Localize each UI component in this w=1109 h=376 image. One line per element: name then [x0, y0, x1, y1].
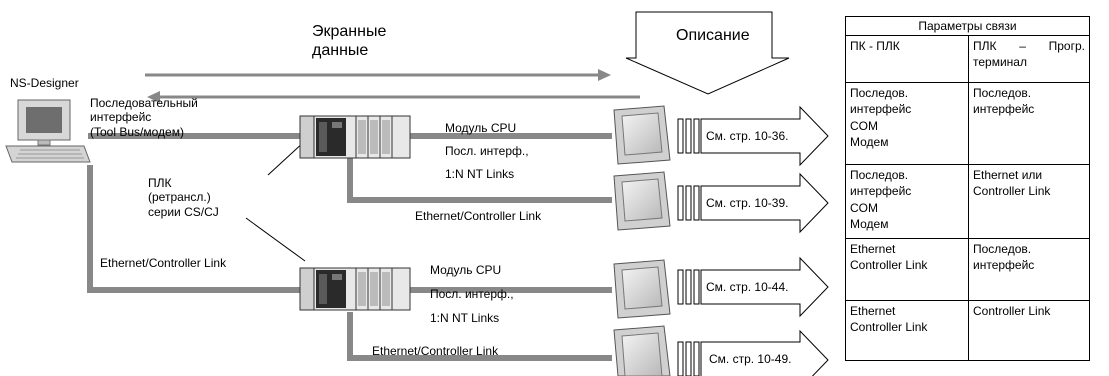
ref-arrow-2: [677, 172, 829, 234]
serial-interface-label: Последовательный интерфейс (Tool Bus/мод…: [90, 96, 198, 139]
communication-parameters-table: Параметры связи ПК - ПЛК ПЛК – Прогр. те…: [845, 15, 1090, 362]
ref-page-2: См. стр. 10-39.: [706, 196, 789, 210]
cables: [87, 133, 612, 361]
description-callout: [625, 11, 790, 95]
table-cell-plc-pt: Controller Link: [968, 300, 1090, 362]
ref-page-4: См. стр. 10-49.: [709, 352, 792, 366]
table-header-terminal: терминал: [973, 55, 1027, 70]
screen-data-arrows: [145, 69, 640, 103]
route-1-label: Модуль CPU Посл. интерф., 1:N NT Links: [445, 121, 529, 181]
table-header-plc: ПЛК: [973, 39, 997, 54]
terminal-3: [613, 259, 671, 319]
table-header-plc-pt: ПЛК – Прогр. терминал: [968, 35, 1090, 84]
table-cell-plc-pt: Ethernet или Controller Link: [968, 164, 1090, 240]
plc-pointer-line-top: [267, 140, 306, 176]
ref-page-3: См. стр. 10-44.: [706, 280, 789, 294]
terminal-4: [613, 325, 671, 376]
route-4-label: Ethernet/Controller Link: [372, 344, 499, 358]
plc-rack-1: [299, 115, 411, 159]
table-row: Ethernet Controller Link Последов. интер…: [845, 238, 1090, 302]
table-cell-pc-plc: Ethernet Controller Link: [845, 300, 969, 362]
table-row: Последов. интерфейс COM Модем Последов. …: [845, 82, 1090, 166]
ethernet-controller-link-label: Ethernet/Controller Link: [100, 256, 227, 270]
terminal-2: [613, 171, 671, 231]
ns-designer-label: NS-Designer: [10, 76, 79, 90]
route-3-label: Модуль CPU Посл. интерф., 1:N NT Links: [430, 263, 514, 325]
table-header-dash: –: [1019, 39, 1026, 54]
table-header-prog: Прогр.: [1048, 39, 1085, 54]
table-row: Ethernet Controller Link Controller Link: [845, 300, 1090, 362]
plc-relay-label: ПЛК (ретрансл.) серии CS/CJ: [148, 176, 219, 219]
table-header-pc-plc: ПК - ПЛК: [845, 35, 969, 84]
table-caption: Параметры связи: [845, 15, 1090, 37]
plc-pointer-line: [245, 217, 306, 262]
route-2-label: Ethernet/Controller Link: [415, 209, 542, 223]
terminal-1: [613, 105, 671, 165]
ref-page-1: См. стр. 10-36.: [706, 129, 789, 143]
table-cell-plc-pt: Последов. интерфейс: [968, 82, 1090, 166]
screen-data-label: Экранные данные: [312, 23, 387, 60]
description-label: Описание: [676, 27, 750, 44]
plc-rack-2: [299, 267, 411, 311]
table-cell-pc-plc: Последов. интерфейс COM Модем: [845, 82, 969, 166]
ref-arrow-1: [677, 105, 829, 167]
table-cell-plc-pt: Последов. интерфейс: [968, 238, 1090, 302]
table-cell-pc-plc: Ethernet Controller Link: [845, 238, 969, 302]
table-cell-pc-plc: Последов. интерфейс COM Модем: [845, 164, 969, 240]
ref-arrow-4: [677, 329, 829, 376]
table-row: Последов. интерфейс COM Модем Ethernet и…: [845, 164, 1090, 240]
computer-icon: [5, 99, 91, 163]
ref-arrow-3: [677, 256, 829, 318]
